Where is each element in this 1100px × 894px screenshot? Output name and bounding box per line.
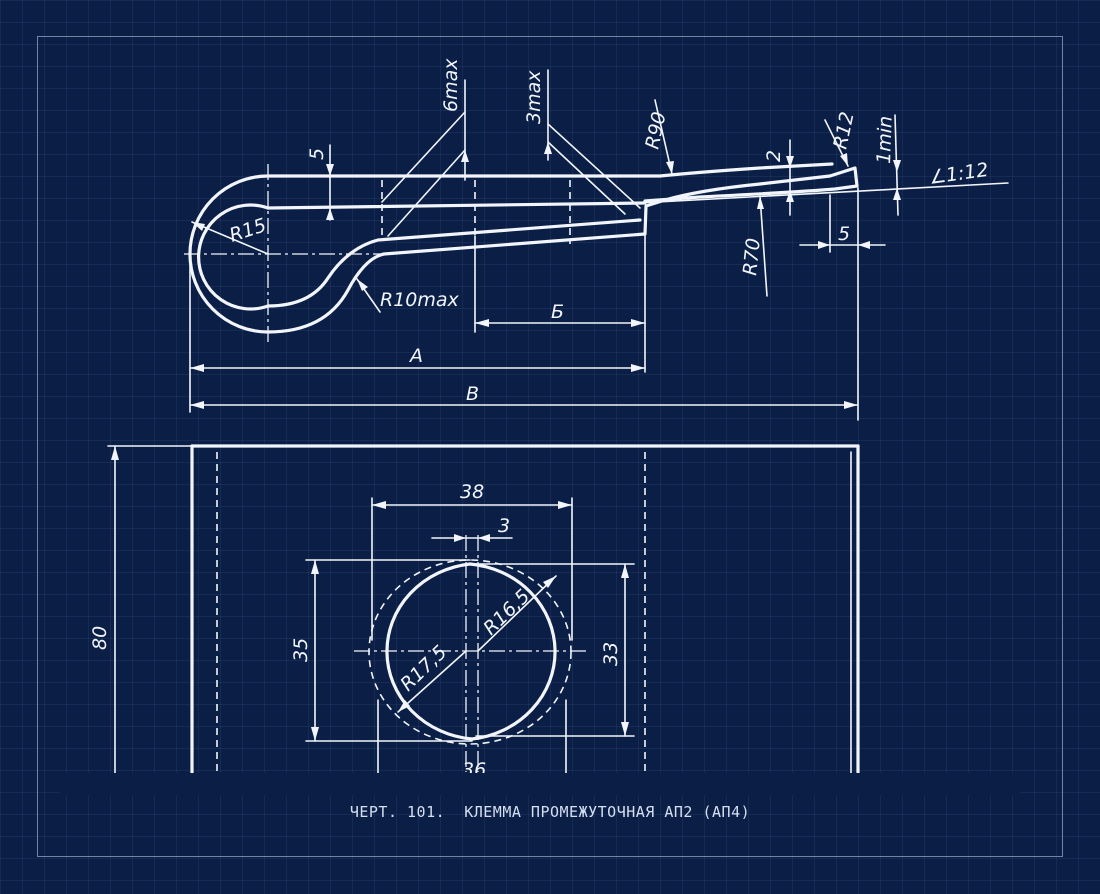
dim80-label: 80 — [89, 626, 111, 650]
max3-leader-2 — [547, 141, 626, 215]
dim-v-arrow-1 — [190, 401, 204, 409]
dim5-tip-arrow-2 — [858, 241, 870, 249]
dim2-arrow-1 — [786, 156, 794, 168]
dim-b-arrow-1 — [475, 319, 489, 327]
dim-b-arrow-2 — [631, 319, 645, 327]
min1-label: 1min — [873, 116, 897, 165]
profile-outer-contour — [188, 166, 859, 334]
r90-label: R90 — [641, 110, 670, 151]
dim-a-label: А — [408, 345, 423, 367]
r16-5-leader — [477, 575, 557, 652]
dim-v-arrow-2 — [844, 401, 858, 409]
profile-view — [184, 162, 1009, 345]
dim5-top-arrow-2 — [326, 208, 334, 220]
max3-arrow — [544, 142, 552, 154]
r70-label: R70 — [739, 237, 765, 276]
dim5-top-label: 5 — [306, 148, 328, 160]
view-cutoff-mask — [60, 773, 1020, 795]
dim3-label: 3 — [498, 515, 510, 537]
plan-view — [190, 444, 860, 775]
dim33-label: 33 — [600, 642, 622, 666]
dim80-arrow — [111, 446, 119, 460]
r70-leader — [759, 195, 768, 297]
dim3-arrow-1 — [454, 534, 466, 542]
drawing-caption: ЧЕРТ. 101. КЛЕММА ПРОМЕЖУТОЧНАЯ АП2 (АП4… — [349, 803, 751, 821]
dim-v-label: В — [466, 383, 479, 405]
profile-tongue-end — [266, 201, 647, 210]
dim33-arrow-2 — [621, 722, 629, 736]
dim-a-arrow-1 — [190, 364, 204, 372]
r15-label: R15 — [227, 214, 269, 246]
dim2-arrow-2 — [786, 190, 794, 202]
r15-leader — [191, 221, 269, 255]
dim35-arrow-2 — [311, 727, 319, 741]
max3-label: 3max — [523, 70, 545, 124]
r70-arrow — [757, 196, 764, 209]
dim3-arrow-2 — [478, 534, 490, 542]
dim5-top-arrow-1 — [326, 164, 334, 176]
max3-leader-1 — [547, 123, 641, 209]
dim33-arrow-1 — [621, 564, 629, 578]
dim5-tip-arrow-1 — [818, 241, 830, 249]
dim2-label: 2 — [763, 150, 785, 162]
r12-arrow — [840, 153, 848, 166]
min1-arrow-2 — [893, 188, 901, 200]
dim35-arrow-1 — [311, 560, 319, 574]
oval-hole — [385, 562, 557, 741]
dim5-tip-label: 5 — [838, 223, 850, 245]
max6-leader-2 — [387, 149, 466, 237]
r17-5-leader — [397, 650, 467, 713]
r15-arrow — [192, 222, 205, 231]
min1-arrow-1 — [893, 160, 901, 172]
taper-reference-line — [619, 182, 1009, 205]
r16-5-label: R16,5 — [479, 585, 534, 639]
profile-top-edge — [266, 162, 834, 178]
r17-5-arrow — [398, 700, 410, 712]
r17-5-label: R17,5 — [396, 641, 451, 695]
oval-hole-hidden-contour — [368, 559, 572, 745]
max6-label: 6max — [440, 58, 462, 112]
profile-inner-contour — [196, 203, 642, 311]
dim38-label: 38 — [460, 481, 484, 503]
max6-leader-1 — [381, 111, 466, 203]
dim-b-label: Б — [551, 301, 564, 323]
r90-arrow — [666, 161, 674, 174]
r12-label: R12 — [829, 110, 858, 151]
dim35-label: 35 — [290, 638, 312, 662]
dim-a-arrow-2 — [631, 364, 645, 372]
r10max-label: R10max — [380, 289, 460, 311]
max6-arrow — [461, 150, 469, 162]
r16-5-arrow — [543, 576, 556, 588]
r10max-arrow — [357, 279, 368, 291]
dim38-arrow-2 — [558, 501, 572, 509]
drawing-frame — [37, 36, 1063, 857]
dim38-arrow-1 — [372, 501, 386, 509]
